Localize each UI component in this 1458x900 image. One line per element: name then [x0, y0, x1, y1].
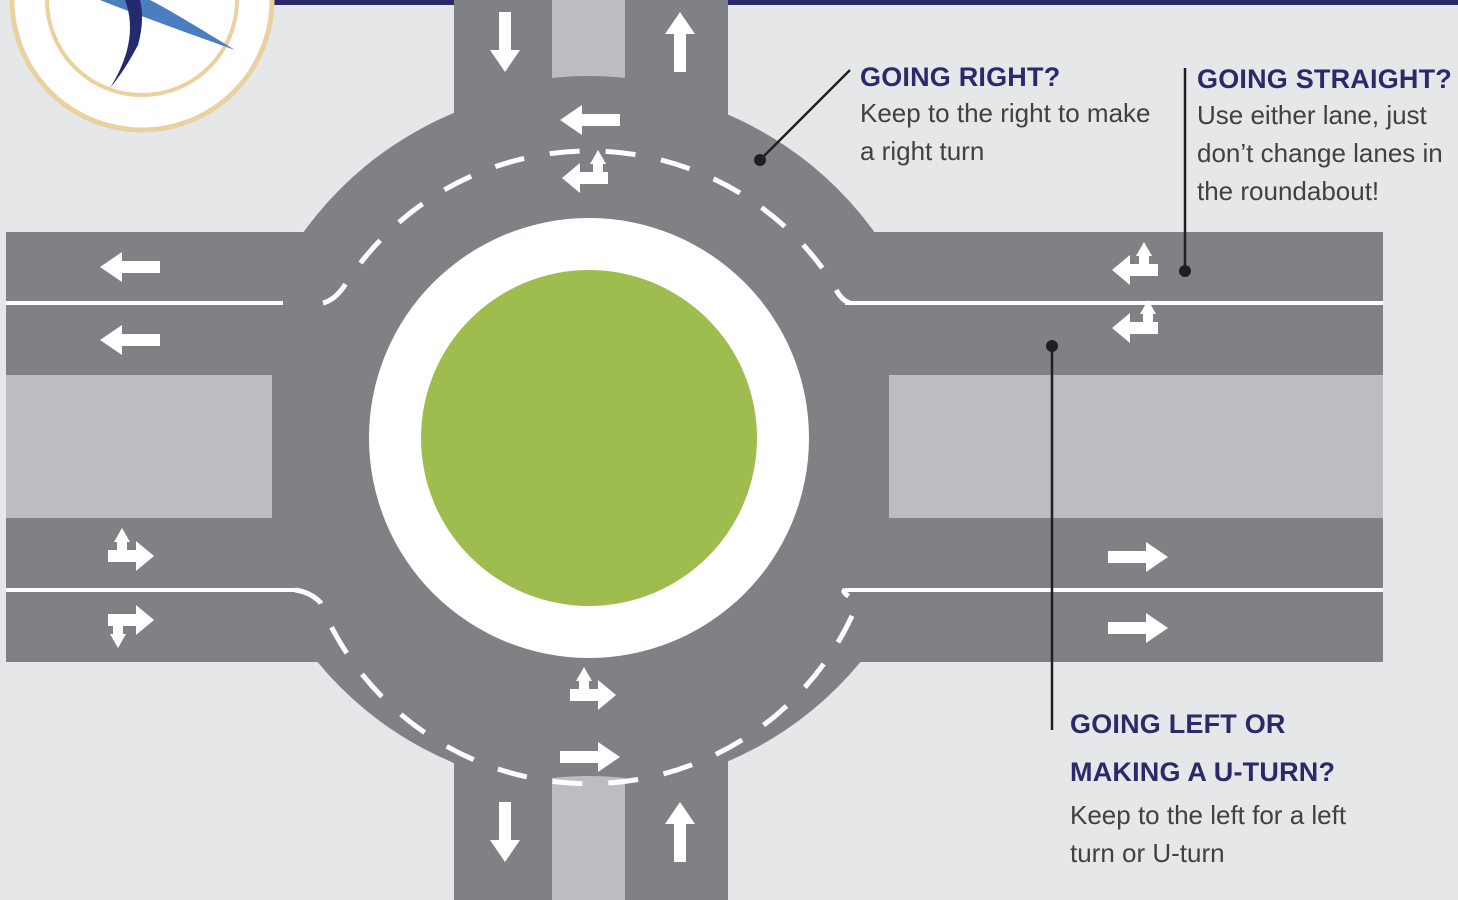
callout-body: Keep to the left for a left turn or U-tu…	[1070, 800, 1347, 868]
callout-body: Keep to the right to make a right turn	[860, 98, 1151, 166]
leader-dot	[754, 154, 766, 166]
median-west	[6, 375, 272, 518]
median-south	[552, 776, 625, 900]
callout-body: Use either lane, just don’t change lanes…	[1197, 100, 1443, 206]
callout-going-right: GOING RIGHT? Keep to the right to make a…	[860, 60, 1160, 170]
leader-lines	[759, 68, 1187, 730]
leader-dot	[1046, 340, 1058, 352]
leader-dot	[1179, 265, 1191, 277]
leader-right	[759, 69, 851, 161]
callout-going-left: GOING LEFT OR MAKING A U-TURN? Keep to t…	[1070, 700, 1390, 872]
callout-going-straight: GOING STRAIGHT? Use either lane, just do…	[1197, 62, 1458, 210]
lane-lines	[6, 301, 1383, 592]
top-bar	[240, 0, 1458, 5]
callout-heading: GOING STRAIGHT?	[1197, 64, 1452, 94]
callout-heading: GOING LEFT OR MAKING A U-TURN?	[1070, 709, 1336, 787]
median-north	[552, 0, 625, 78]
medians	[6, 0, 1383, 900]
logo-emblem	[9, 0, 275, 133]
circulating-lane-dashes	[294, 148, 862, 787]
median-east	[889, 375, 1383, 518]
central-island	[421, 270, 757, 606]
callout-heading: GOING RIGHT?	[860, 62, 1061, 92]
